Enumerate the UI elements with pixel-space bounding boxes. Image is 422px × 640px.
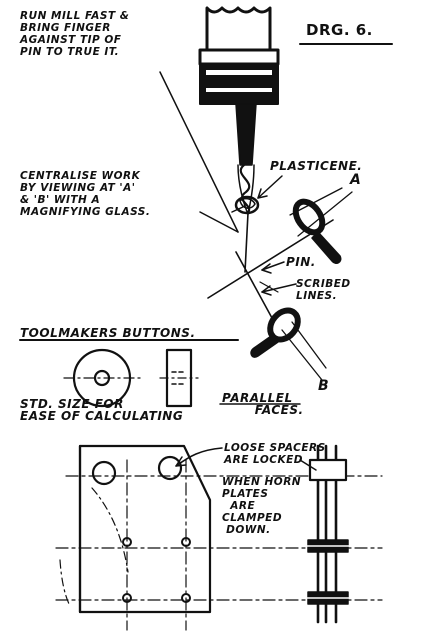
spacer-hole-right xyxy=(157,455,183,481)
drawing-id: DRG. 6. xyxy=(306,21,373,39)
magnifying-glass-a xyxy=(289,187,353,264)
label-std-size: STD. SIZE FOR EASE OF CALCULATING xyxy=(20,397,184,423)
plates-side-elevation xyxy=(303,444,353,624)
label-centralise: CENTRALISE WORK BY VIEWING AT 'A' & 'B' … xyxy=(20,170,151,218)
plasticene-blob xyxy=(234,195,260,215)
leader-centralise xyxy=(199,211,239,233)
toolmakers-button-side xyxy=(159,348,199,408)
scribed-line-2 xyxy=(235,251,273,319)
label-loose-spacers: LOOSE SPACERS ARE LOCKED xyxy=(224,442,326,466)
toolmakers-button-front xyxy=(63,348,141,408)
label-parallel-faces: PARALLEL FACES. xyxy=(222,391,304,417)
label-run-mill: RUN MILL FAST & BRING FINGER AGAINST TIP… xyxy=(20,10,130,58)
label-when-horn: WHEN HORN PLATES ARE CLAMPED DOWN. xyxy=(222,476,302,536)
marker-b: B xyxy=(318,378,330,394)
marker-a: A xyxy=(350,172,362,188)
mill-spindle xyxy=(198,6,280,105)
label-scribed-lines: SCRIBED LINES. xyxy=(296,278,351,302)
leader-run-mill xyxy=(159,71,239,233)
label-pin: PIN. xyxy=(286,255,316,269)
pin-line xyxy=(244,212,249,273)
label-toolmakers-buttons: TOOLMAKERS BUTTONS. xyxy=(20,326,196,340)
label-plasticene: PLASTICENE. xyxy=(270,159,363,173)
magnifying-glass-b xyxy=(250,307,327,381)
spacer-hole-left xyxy=(91,460,117,486)
test-pin xyxy=(235,103,257,215)
